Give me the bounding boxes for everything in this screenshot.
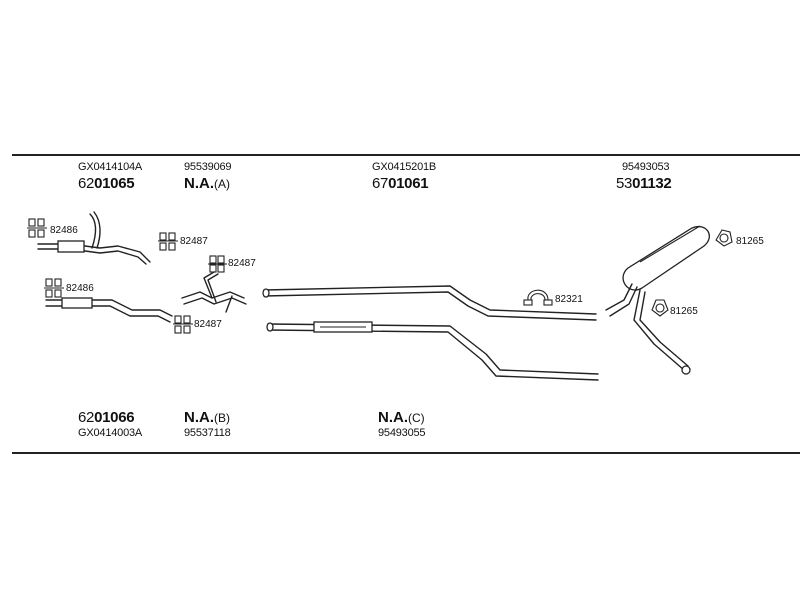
part-ref-6: 95537118 [184, 427, 231, 439]
callout-clamp-d: 82486 [66, 283, 94, 294]
part-na-a-suffix: (A) [214, 177, 230, 191]
part-na-c-label: N.A. [378, 409, 408, 426]
gasket-icon-b [651, 299, 669, 317]
front-pipe-upper [37, 211, 151, 265]
part-ref-4: 95493053 [622, 161, 670, 173]
clamp-icon-a [27, 218, 47, 238]
part-code-3-main: 01061 [388, 175, 429, 192]
part-code-5-prefix: 62 [78, 409, 95, 426]
part-ref-1: GX0414104A [78, 161, 143, 173]
callout-clamp-b: 82487 [180, 236, 208, 247]
part-code-1-prefix: 62 [78, 175, 95, 192]
callout-clamp-e: 82487 [194, 319, 222, 330]
callout-clamp-c: 82487 [228, 258, 256, 269]
part-code-4-main: 01132 [632, 175, 672, 192]
part-na-a: N.A.(A) [184, 176, 230, 191]
clamp-ring-icon [523, 289, 553, 306]
part-na-c: N.A.(C) [378, 410, 425, 425]
part-ref-3: GX0415201B [372, 161, 437, 173]
part-na-c-suffix: (C) [408, 411, 425, 425]
part-na-b: N.A.(B) [184, 410, 230, 425]
rear-muffler [605, 225, 710, 375]
clamp-icon-d [44, 278, 64, 298]
intermediate-pipe [262, 285, 597, 321]
part-code-1: 6201065 [78, 175, 135, 192]
part-na-b-label: N.A. [184, 409, 214, 426]
part-ref-7: 95493055 [378, 427, 426, 439]
part-code-4-prefix: 53 [616, 175, 633, 192]
part-code-5: 6201066 [78, 409, 135, 426]
callout-gasket-b: 81265 [670, 306, 698, 317]
clamp-icon-e [173, 315, 193, 334]
callout-clamp-f: 82321 [555, 294, 583, 305]
part-na-a-label: N.A. [184, 175, 214, 192]
callout-clamp-a: 82486 [50, 225, 78, 236]
center-pipe [266, 321, 599, 381]
y-pipe [181, 271, 247, 313]
top-divider-line [12, 154, 800, 156]
callout-gasket-a: 81265 [736, 236, 764, 247]
part-code-5-main: 01066 [94, 409, 135, 426]
clamp-icon-b [158, 232, 178, 251]
gasket-icon-a [715, 229, 733, 247]
bottom-divider-line [12, 452, 800, 454]
part-ref-5: GX0414003A [78, 427, 143, 439]
part-code-4: 5301132 [616, 175, 672, 192]
clamp-icon-c [208, 255, 227, 273]
part-na-b-suffix: (B) [214, 411, 230, 425]
front-pipe-lower [45, 297, 173, 323]
part-ref-2: 95539069 [184, 161, 232, 173]
part-code-3: 6701061 [372, 175, 429, 192]
part-code-3-prefix: 67 [372, 175, 389, 192]
part-code-1-main: 01065 [94, 175, 135, 192]
